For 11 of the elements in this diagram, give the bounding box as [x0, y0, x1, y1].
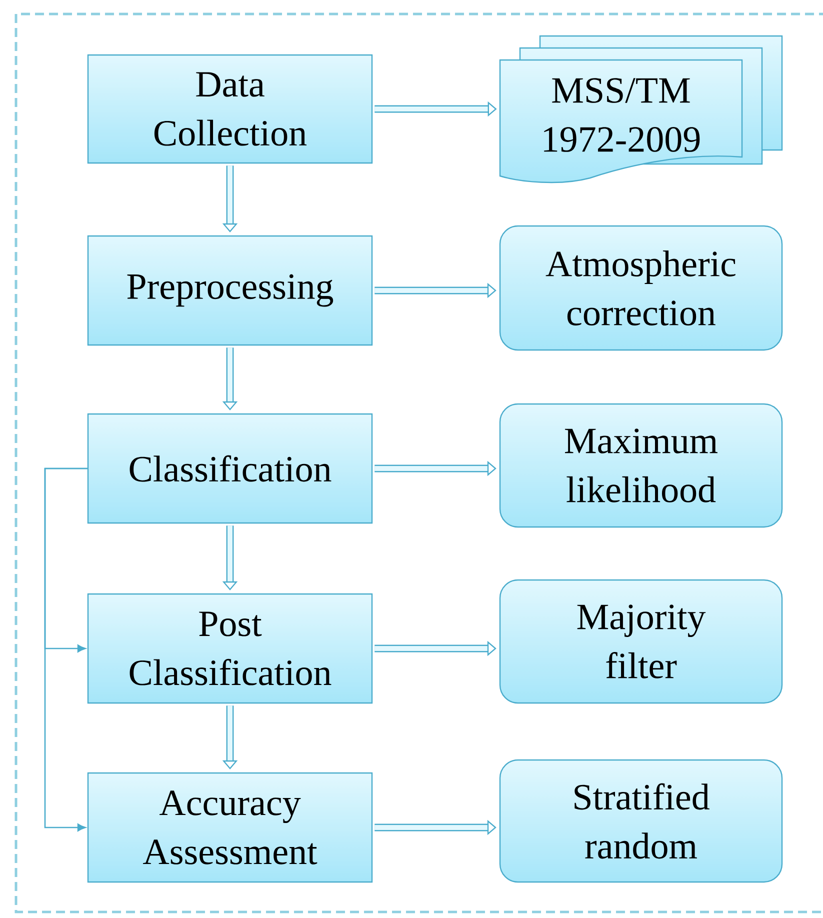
rounded-box: Atmospheric correction: [499, 225, 783, 351]
process-box: Preprocessing: [87, 235, 373, 346]
process-box: Data Collection: [87, 54, 373, 164]
process-box: Accuracy Assessment: [87, 772, 373, 883]
process-box: Classification: [87, 413, 373, 524]
process-box: Post Classification: [87, 593, 373, 704]
rounded-box: Maximum likelihood: [499, 403, 783, 528]
rounded-box: Majority filter: [499, 579, 783, 704]
document-stack: MSS/TM 1972-2009: [499, 35, 783, 184]
rounded-box: Stratified random: [499, 759, 783, 883]
arrow: [44, 468, 88, 832]
